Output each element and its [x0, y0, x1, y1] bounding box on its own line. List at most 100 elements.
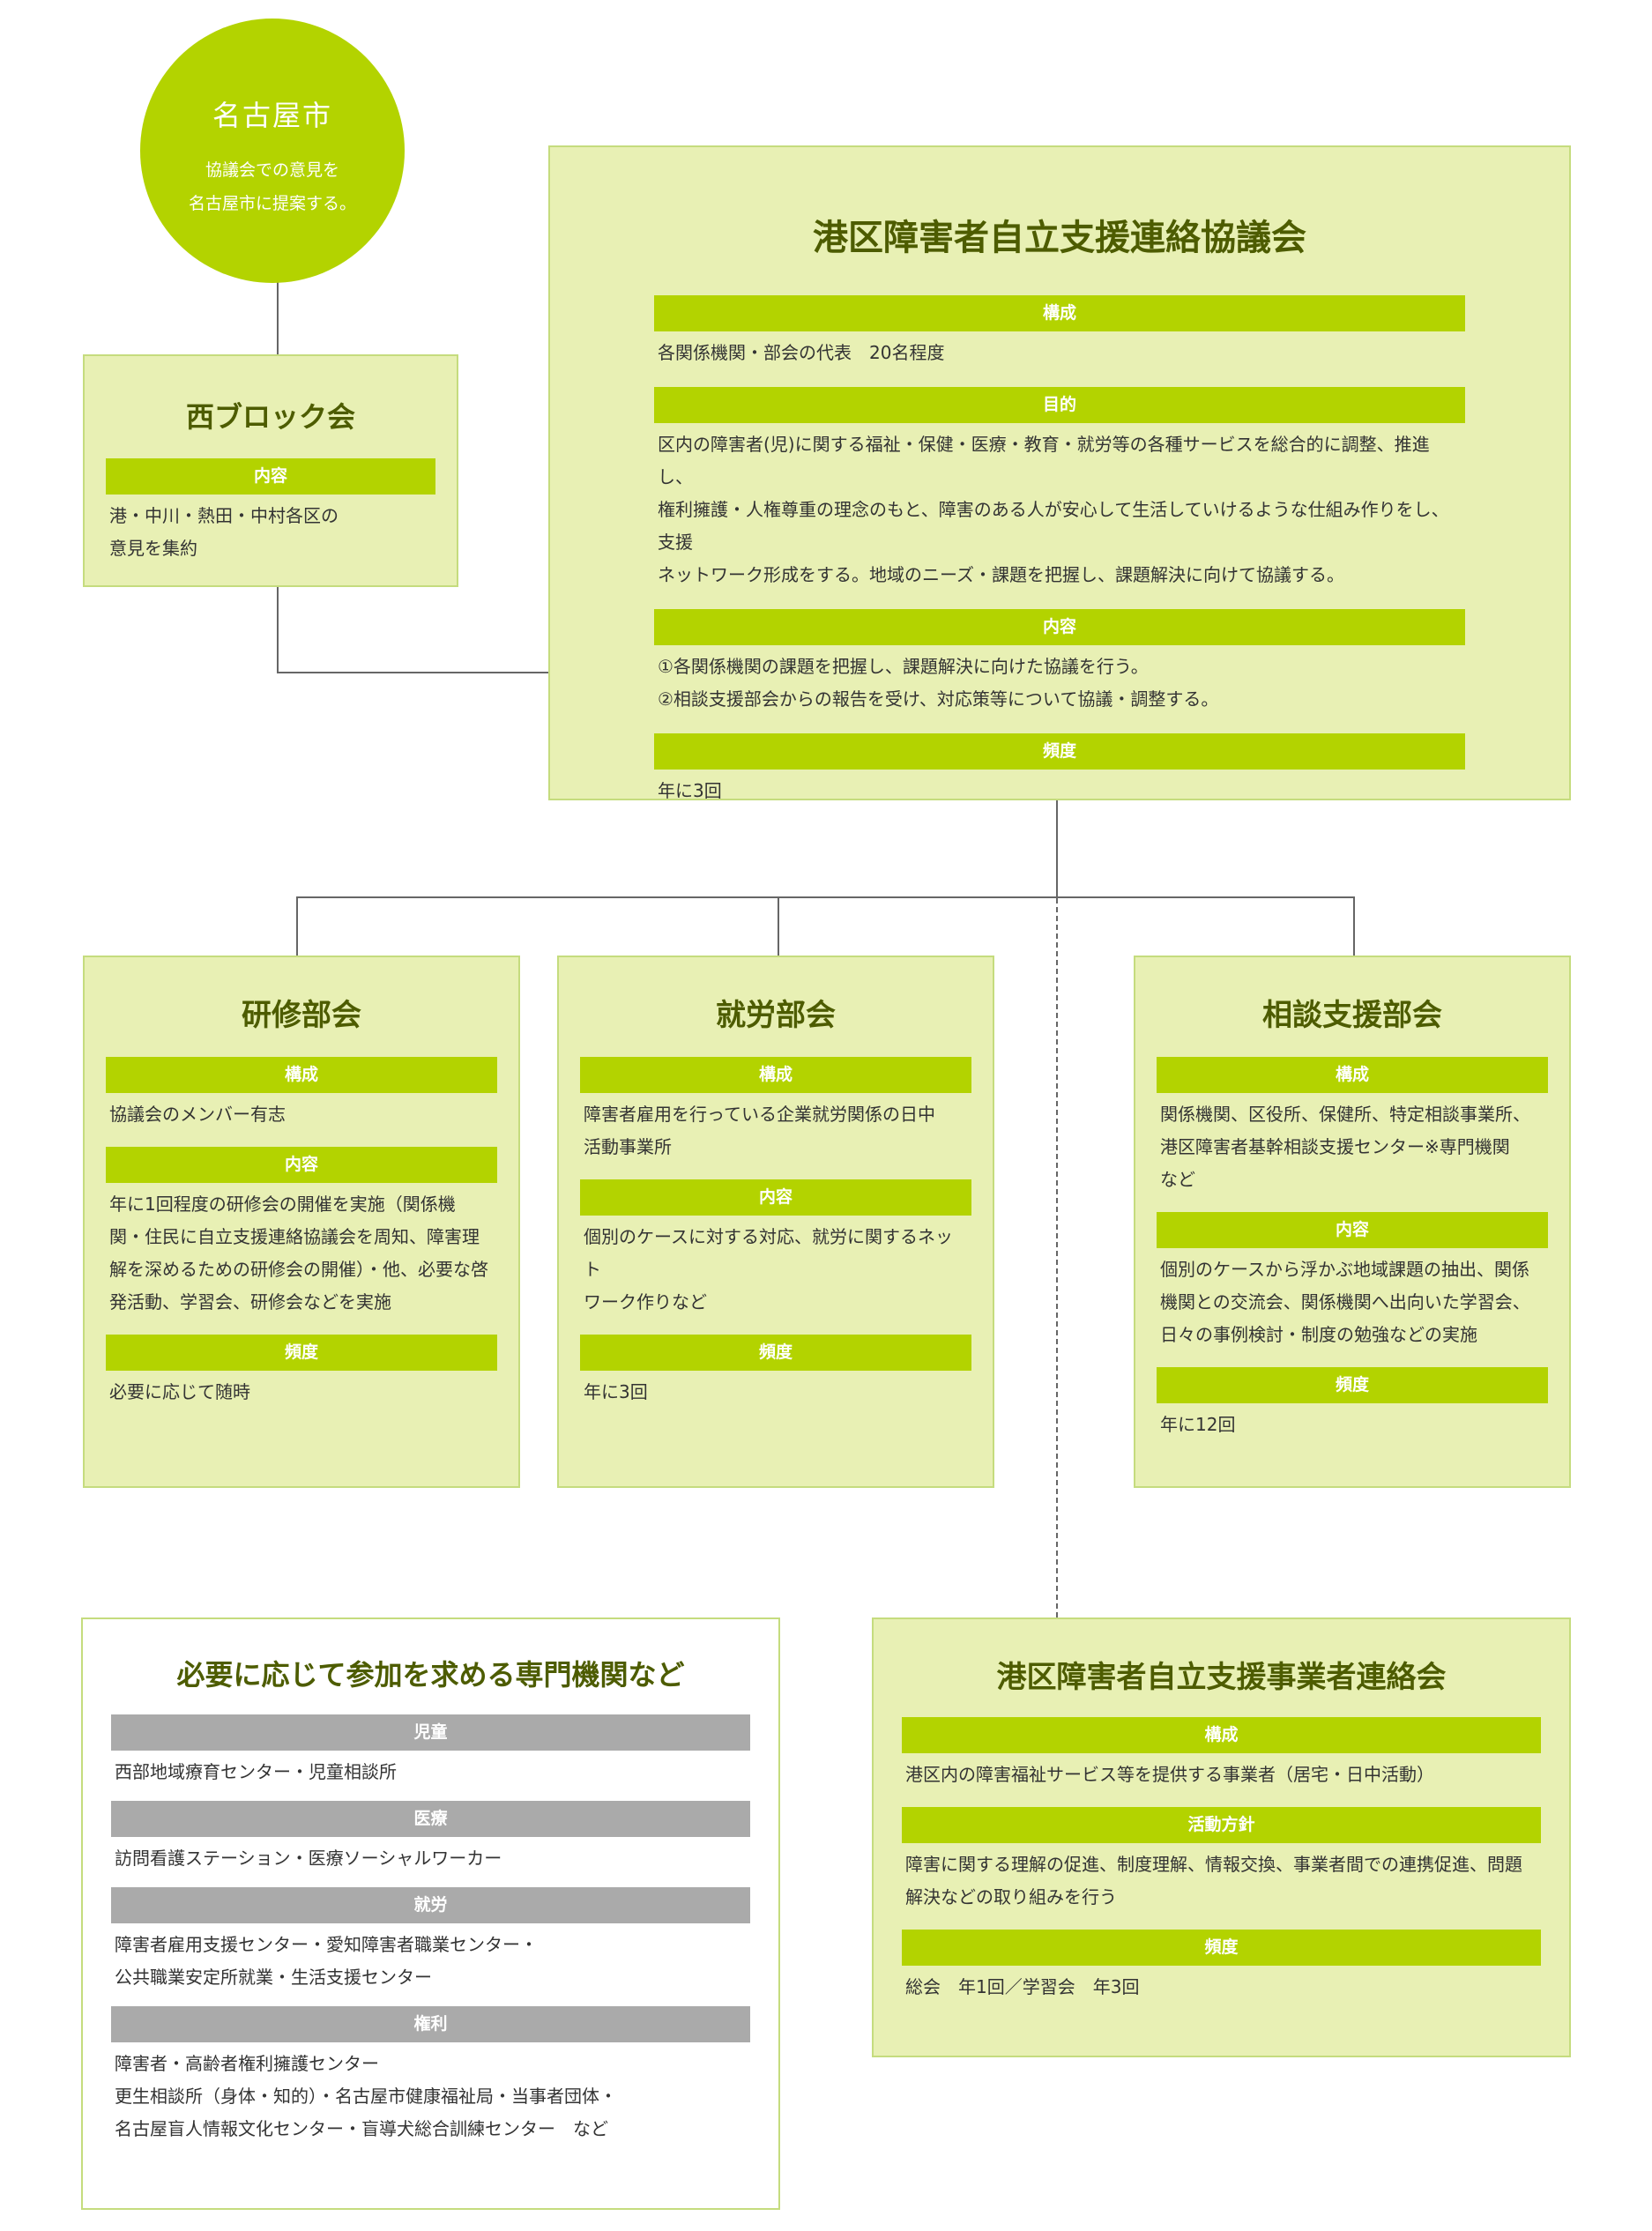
- section-header: 構成: [580, 1057, 971, 1093]
- section-header: 構成: [654, 295, 1465, 331]
- section-header: 頻度: [902, 1930, 1541, 1966]
- text-line: 訪問看護ステーション・医療ソーシャルワーカー: [115, 1848, 502, 1869]
- connector-line: [1056, 800, 1058, 898]
- connector-line: [296, 896, 298, 956]
- text-line: 年に3回: [658, 780, 722, 801]
- section-header: 内容: [580, 1179, 971, 1216]
- section-text: 総会 年1回／学習会 年3回: [902, 1966, 1541, 2004]
- connector-line: [277, 587, 279, 673]
- text-line: 障害者雇用を行っている企業就労関係の日中: [584, 1104, 935, 1125]
- section-text: 各関係機関・部会の代表 20名程度: [654, 331, 1465, 369]
- text-line: 解決などの取り組みを行う: [905, 1886, 1117, 1908]
- box-title: 西ブロック会: [185, 400, 355, 434]
- section-text: 関係機関、区役所、保健所、特定相談事業所、港区障害者基幹相談支援センター※専門機…: [1157, 1093, 1548, 1196]
- text-line: 個別のケースに対する対応、就労に関するネット: [584, 1226, 953, 1280]
- text-line: 港・中川・熱田・中村各区の: [109, 505, 339, 526]
- section-text: 障害者雇用を行っている企業就労関係の日中活動事業所: [580, 1093, 971, 1164]
- section-text: 障害者・高齢者権利擁護センター更生相談所（身体・知的）・名古屋市健康福祉局・当事…: [111, 2042, 750, 2145]
- text-line: 解を深めるための研修会の開催）・他、必要な啓: [109, 1259, 488, 1280]
- section-header: 頻度: [106, 1335, 497, 1371]
- section-text: 年に3回: [580, 1371, 971, 1409]
- text-line: 公共職業安定所就業・生活支援センター: [115, 1967, 432, 1988]
- text-line: 年に1回程度の研修会の開催を実施（関係機: [109, 1194, 456, 1215]
- text-line: 総会 年1回／学習会 年3回: [905, 1976, 1140, 1997]
- section-header: 内容: [106, 1147, 497, 1183]
- section-header: 活動方針: [902, 1807, 1541, 1843]
- section-header: 就労: [111, 1887, 750, 1923]
- section-text: ①各関係機関の課題を把握し、課題解決に向けた協議を行う。 ②相談支援部会からの報告…: [654, 645, 1465, 716]
- nagoya-title: 名古屋市: [212, 99, 332, 132]
- nagoya-desc: 名古屋市に提案する。: [188, 194, 356, 213]
- text-line: 意見を集約: [109, 538, 197, 559]
- section-text: 港・中川・熱田・中村各区の意見を集約: [106, 495, 435, 565]
- text-line: 権利擁護・人権尊重の理念のもと、障害のある人が安心して生活していけるような仕組み…: [658, 499, 1449, 553]
- section-text: 訪問看護ステーション・医療ソーシャルワーカー: [111, 1837, 750, 1875]
- box-title: 必要に応じて参加を求める専門機関など: [176, 1658, 685, 1692]
- box-title: 就労部会: [716, 998, 836, 1033]
- box-title: 港区障害者自立支援連絡協議会: [813, 218, 1306, 258]
- provider-liaison-box: 港区障害者自立支援事業者連絡会構成港区内の障害福祉サービス等を提供する事業者（居…: [872, 1617, 1571, 2057]
- text-line: 障害者雇用支援センター・愛知障害者職業センター・: [115, 1934, 538, 1955]
- section-header: 権利: [111, 2006, 750, 2042]
- section-text: 必要に応じて随時: [106, 1371, 497, 1409]
- section-text: 西部地域療育センター・児童相談所: [111, 1751, 750, 1789]
- text-line: 名古屋盲人情報文化センター・盲導犬総合訓練センター など: [115, 2118, 608, 2139]
- specialist-institutions-box: 必要に応じて参加を求める専門機関など児童西部地域療育センター・児童相談所医療訪問…: [81, 1617, 780, 2210]
- text-line: 年に12回: [1160, 1414, 1236, 1435]
- nagoya-city-node: 名古屋市 協議会での意見を 名古屋市に提案する。: [140, 19, 405, 283]
- connector-line: [296, 896, 1355, 898]
- text-line: 活動事業所: [584, 1136, 672, 1157]
- section-header: 構成: [902, 1717, 1541, 1753]
- nagoya-desc: 協議会での意見を: [205, 160, 339, 180]
- text-line: など: [1160, 1169, 1195, 1190]
- connector-line: [1353, 896, 1355, 956]
- text-line: 各関係機関・部会の代表 20名程度: [658, 342, 945, 363]
- text-line: ②相談支援部会からの報告を受け、対応策等について協議・調整する。: [658, 688, 1219, 710]
- employment-subcommittee-box: 就労部会構成障害者雇用を行っている企業就労関係の日中活動事業所内容個別のケースに…: [557, 956, 994, 1488]
- connector-line: [277, 282, 279, 354]
- section-text: 障害者雇用支援センター・愛知障害者職業センター・公共職業安定所就業・生活支援セン…: [111, 1923, 750, 1994]
- text-line: 港区内の障害福祉サービス等を提供する事業者（居宅・日中活動）: [905, 1764, 1434, 1785]
- text-line: 発活動、学習会、研修会などを実施: [109, 1291, 391, 1313]
- section-header: 内容: [654, 609, 1465, 645]
- text-line: 障害に関する理解の促進、制度理解、情報交換、事業者間での連携促進、問題: [905, 1854, 1522, 1875]
- section-header: 頻度: [1157, 1367, 1548, 1403]
- section-header: 内容: [1157, 1212, 1548, 1248]
- section-header: 内容: [106, 458, 435, 495]
- section-text: 区内の障害者(児)に関する福祉・保健・医療・教育・就労等の各種サービスを総合的に…: [654, 423, 1465, 591]
- text-line: 更生相談所（身体・知的）・名古屋市健康福祉局・当事者団体・: [115, 2086, 617, 2107]
- text-line: 区内の障害者(児)に関する福祉・保健・医療・教育・就労等の各種サービスを総合的に…: [658, 434, 1430, 487]
- consultation-subcommittee-box: 相談支援部会構成関係機関、区役所、保健所、特定相談事業所、港区障害者基幹相談支援…: [1134, 956, 1571, 1488]
- text-line: 年に3回: [584, 1381, 648, 1402]
- text-line: 必要に応じて随時: [109, 1381, 250, 1402]
- box-title: 研修部会: [242, 998, 361, 1033]
- text-line: ネットワーク形成をする。地域のニーズ・課題を把握し、課題解決に向けて協議する。: [658, 564, 1344, 585]
- text-line: 障害者・高齢者権利擁護センター: [115, 2053, 379, 2074]
- section-header: 構成: [106, 1057, 497, 1093]
- connector-line: [277, 672, 548, 673]
- box-title: 港区障害者自立支援事業者連絡会: [996, 1660, 1447, 1695]
- text-line: 日々の事例検討・制度の勉強などの実施: [1160, 1324, 1477, 1345]
- text-line: ①各関係機関の課題を把握し、課題解決に向けた協議を行う。: [658, 656, 1149, 677]
- section-header: 医療: [111, 1801, 750, 1837]
- dashed-connector-line: [1056, 898, 1058, 1617]
- text-line: 関・住民に自立支援連絡協議会を周知、障害理: [109, 1226, 480, 1247]
- box-title: 相談支援部会: [1262, 998, 1442, 1033]
- text-line: 機関との交流会、関係機関へ出向いた学習会、: [1160, 1291, 1530, 1313]
- section-text: 個別のケースから浮かぶ地域課題の抽出、関係機関との交流会、関係機関へ出向いた学習…: [1157, 1248, 1548, 1351]
- text-line: 関係機関、区役所、保健所、特定相談事業所、: [1160, 1104, 1530, 1125]
- section-header: 構成: [1157, 1057, 1548, 1093]
- training-subcommittee-box: 研修部会構成協議会のメンバー有志内容年に1回程度の研修会の開催を実施（関係機関・…: [83, 956, 520, 1488]
- text-line: 個別のケースから浮かぶ地域課題の抽出、関係: [1160, 1259, 1529, 1280]
- section-text: 個別のケースに対する対応、就労に関するネットワーク作りなど: [580, 1216, 971, 1319]
- section-header: 児童: [111, 1714, 750, 1751]
- west-block-box: 西ブロック会内容港・中川・熱田・中村各区の意見を集約: [83, 354, 458, 587]
- text-line: 西部地域療育センター・児童相談所: [115, 1761, 397, 1782]
- text-line: ワーク作りなど: [584, 1291, 707, 1313]
- connector-line: [778, 896, 779, 956]
- section-text: 港区内の障害福祉サービス等を提供する事業者（居宅・日中活動）: [902, 1753, 1541, 1791]
- section-text: 年に3回: [654, 770, 1465, 807]
- text-line: 港区障害者基幹相談支援センター※専門機関: [1160, 1136, 1510, 1157]
- text-line: 協議会のメンバー有志: [109, 1104, 286, 1125]
- section-header: 頻度: [580, 1335, 971, 1371]
